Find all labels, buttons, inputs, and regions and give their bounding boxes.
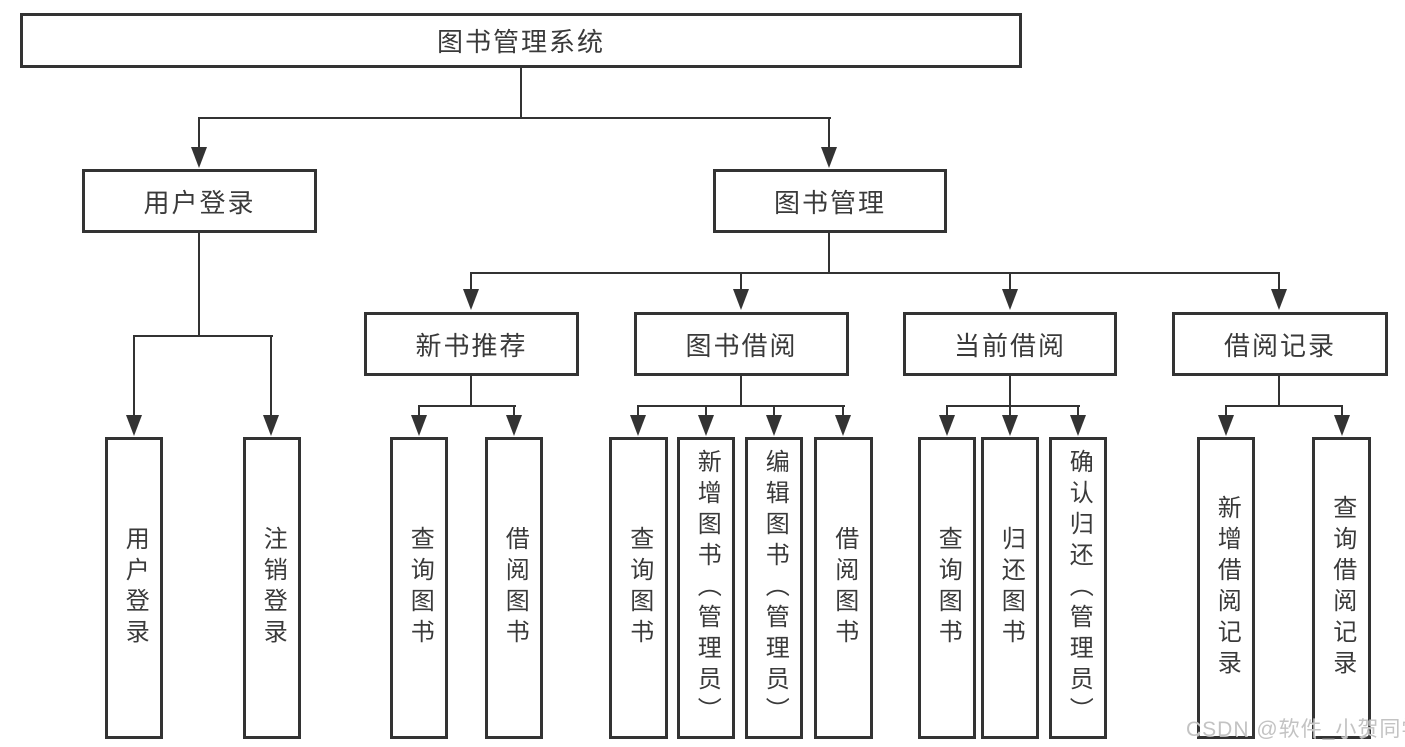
- connector-line: [133, 335, 273, 337]
- leaf-borrow-book-2: 借阅图书: [814, 437, 873, 739]
- arrowhead-down-icon: [1070, 415, 1086, 436]
- arrowhead-down-icon: [630, 415, 646, 436]
- node-label: 查询图书: [406, 526, 434, 650]
- connector-line: [842, 405, 844, 417]
- arrowhead-down-icon: [411, 415, 427, 436]
- node-label: 编辑图书（管理员）: [761, 448, 789, 728]
- arrowhead-down-icon: [126, 415, 142, 436]
- connector-line: [513, 405, 515, 417]
- csdn-watermark: CSDN @软件_小贺同学: [1186, 718, 1405, 741]
- node-label: 查询借阅记录: [1328, 495, 1356, 681]
- arrowhead-down-icon: [835, 415, 851, 436]
- node-label: 图书管理: [773, 187, 886, 218]
- leaf-return-book: 归还图书: [981, 437, 1039, 739]
- node-label: 查询图书: [625, 526, 653, 650]
- connector-line: [740, 272, 742, 290]
- arrowhead-down-icon: [463, 289, 479, 310]
- node-label: 确认归还（管理员）: [1065, 448, 1093, 728]
- connector-line: [198, 233, 200, 337]
- arrowhead-down-icon: [1218, 415, 1234, 436]
- arrowhead-down-icon: [1271, 289, 1287, 310]
- connector-line: [1225, 405, 1343, 407]
- connector-line: [470, 272, 472, 290]
- node-book-management: 图书管理: [713, 169, 947, 233]
- connector-line: [740, 376, 742, 406]
- connector-line: [470, 272, 1280, 274]
- leaf-logout: 注销登录: [243, 437, 301, 739]
- node-label: 图书管理系统: [436, 27, 605, 57]
- leaf-query-book-3: 查询图书: [918, 437, 976, 739]
- connector-line: [1278, 376, 1280, 407]
- node-label: 借阅记录: [1223, 330, 1336, 361]
- connector-line: [1225, 405, 1227, 417]
- connector-line: [198, 117, 831, 119]
- arrowhead-down-icon: [506, 415, 522, 436]
- connector-line: [946, 405, 948, 417]
- node-label: 注销登录: [259, 526, 287, 650]
- arrowhead-down-icon: [939, 415, 955, 436]
- connector-line: [1009, 376, 1011, 406]
- arrowhead-down-icon: [1002, 289, 1018, 310]
- connector-line: [828, 117, 830, 150]
- leaf-add-borrow-record: 新增借阅记录: [1197, 437, 1255, 739]
- node-root: 图书管理系统: [20, 13, 1022, 68]
- node-label: 图书借阅: [685, 330, 798, 361]
- node-new-book-recommend: 新书推荐: [364, 312, 579, 376]
- arrowhead-down-icon: [191, 147, 207, 168]
- node-book-borrow: 图书借阅: [634, 312, 849, 376]
- node-borrow-record: 借阅记录: [1172, 312, 1388, 376]
- leaf-add-book-admin: 新增图书（管理员）: [677, 437, 735, 739]
- connector-line: [1009, 272, 1011, 290]
- connector-line: [1077, 405, 1079, 417]
- node-current-borrow: 当前借阅: [903, 312, 1117, 376]
- node-label: 新书推荐: [415, 330, 528, 361]
- leaf-edit-book-admin: 编辑图书（管理员）: [745, 437, 803, 739]
- arrowhead-down-icon: [263, 415, 279, 436]
- connector-line: [828, 233, 830, 274]
- node-label: 当前借阅: [953, 330, 1066, 361]
- node-label: 查询图书: [934, 526, 962, 650]
- connector-line: [418, 405, 420, 417]
- connector-line: [1278, 272, 1280, 290]
- leaf-confirm-return-admin: 确认归还（管理员）: [1049, 437, 1107, 739]
- connector-line: [470, 376, 472, 406]
- arrowhead-down-icon: [1002, 415, 1018, 436]
- arrowhead-down-icon: [733, 289, 749, 310]
- leaf-query-borrow-record: 查询借阅记录: [1312, 437, 1371, 739]
- connector-line: [705, 405, 707, 417]
- leaf-query-book-2: 查询图书: [609, 437, 668, 739]
- node-user-login: 用户登录: [82, 169, 317, 233]
- connector-line: [637, 405, 845, 407]
- connector-line: [1009, 405, 1011, 417]
- leaf-user-login: 用户登录: [105, 437, 163, 739]
- node-label: 用户登录: [121, 526, 149, 650]
- node-label: 借阅图书: [501, 526, 529, 650]
- connector-line: [520, 67, 522, 119]
- connector-line: [1341, 405, 1343, 417]
- arrowhead-down-icon: [698, 415, 714, 436]
- connector-line: [773, 405, 775, 417]
- connector-line: [133, 335, 135, 416]
- connector-line: [946, 405, 1080, 407]
- leaf-query-book-1: 查询图书: [390, 437, 448, 739]
- arrowhead-down-icon: [1334, 415, 1350, 436]
- arrowhead-down-icon: [821, 147, 837, 168]
- node-label: 借阅图书: [830, 526, 858, 650]
- connector-line: [198, 117, 200, 150]
- connector-line: [270, 335, 272, 416]
- node-label: 新增借阅记录: [1213, 495, 1241, 681]
- arrowhead-down-icon: [766, 415, 782, 436]
- connector-line: [637, 405, 639, 417]
- node-label: 用户登录: [143, 187, 256, 218]
- node-label: 归还图书: [997, 526, 1025, 650]
- node-label: 新增图书（管理员）: [693, 448, 721, 728]
- leaf-borrow-book-1: 借阅图书: [485, 437, 543, 739]
- connector-line: [418, 405, 516, 407]
